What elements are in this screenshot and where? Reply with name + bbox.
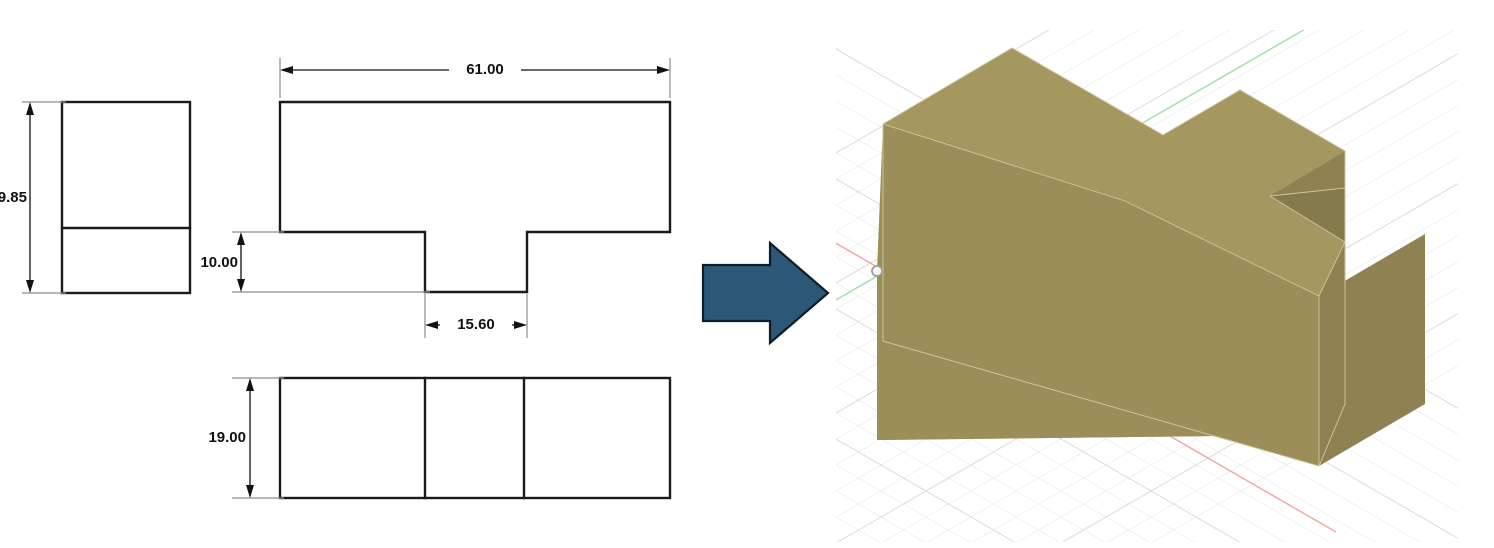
- model-silhouette-edges: [882, 47, 1346, 467]
- dimension-arrow-up: [26, 102, 34, 115]
- top-view-outline: [278, 376, 672, 500]
- side-view-outline: [60, 100, 192, 295]
- dimension-arrow-right: [657, 66, 670, 74]
- tab-dimension-arrow-up: [237, 232, 245, 245]
- width-label-backdrop: [449, 60, 521, 80]
- arrow-shape: [701, 240, 830, 346]
- model-notch-surface: [1270, 188, 1345, 242]
- tab-width-label-backdrop: [440, 315, 512, 335]
- dimension-label-tab-width: 15.60: [457, 316, 495, 333]
- cad-3d-viewport[interactable]: [836, 0, 1494, 548]
- dimension-arrow-left: [280, 66, 293, 74]
- model-right-end-face: [1319, 234, 1425, 466]
- front-view: 61.00 10.00 15.60: [200, 58, 672, 338]
- dimension-label-tab-height: 10.00: [200, 254, 238, 271]
- solid-model-overlay[interactable]: [836, 0, 1494, 548]
- dimension-arrow-down: [26, 280, 34, 293]
- depth-arrow-up: [246, 378, 254, 391]
- front-view-outline: [278, 100, 672, 294]
- dimension-label-width: 61.00: [466, 61, 504, 78]
- model-right-surface: [1319, 242, 1345, 466]
- model-front-surface: [883, 124, 1319, 466]
- left-side-view: 29.85: [0, 100, 192, 295]
- model-boss-surface: [1270, 151, 1345, 196]
- dimension-label-height: 29.85: [0, 189, 27, 206]
- tab-dimension-arrow-down: [237, 279, 245, 292]
- right-arrow-icon: [701, 240, 830, 346]
- top-view: 19.00: [208, 376, 672, 500]
- model-left-face: [877, 124, 883, 440]
- orthographic-drawing-panel: 29.85 61.00 10.00: [0, 58, 830, 500]
- model-top-surface: [883, 48, 1345, 296]
- origin-point-marker[interactable]: [871, 265, 883, 277]
- tab-width-arrow-right: [514, 321, 527, 329]
- tab-width-arrow-left: [425, 321, 438, 329]
- dimension-label-depth: 19.00: [208, 429, 246, 446]
- depth-arrow-down: [246, 485, 254, 498]
